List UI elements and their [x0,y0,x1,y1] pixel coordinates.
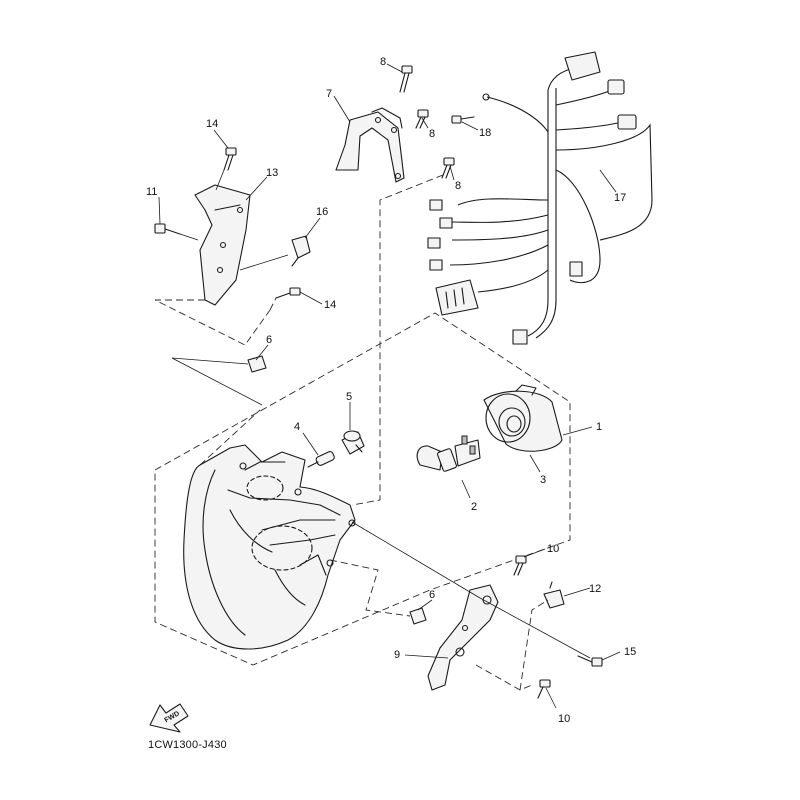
mount-line [351,174,444,506]
position-bulb [307,451,335,468]
bulb-socket [341,430,365,455]
left-stay-bracket [194,184,251,306]
bolt-10b [537,679,551,699]
callout-18: 18 [479,127,491,139]
callout-15: 15 [624,646,636,658]
callout-8-lower: 8 [455,180,461,192]
callout-5: 5 [346,391,352,403]
callout-11: 11 [146,186,157,198]
headlight-assembly-outline [154,312,571,666]
callout-8-middle: 8 [429,128,435,140]
bolt-15 [577,655,603,667]
callout-14-lower: 14 [324,299,336,311]
fwd-arrow-icon: FWD [149,703,189,733]
drawing-code: 1CW1300-J430 [148,739,227,751]
callout-10-upper: 10 [547,543,559,555]
callout-labels: 1 2 3 4 5 6 6 7 8 8 8 9 10 10 11 12 13 1… [146,56,636,725]
bolt-10a [513,555,527,576]
clip-6-lower [409,607,427,625]
callout-4: 4 [294,421,300,433]
callout-leaders [158,63,621,709]
callout-8-top: 8 [380,56,386,68]
bolt-8b [415,109,429,129]
callout-3: 3 [540,474,546,486]
clip-12 [543,581,565,609]
clip-16 [291,235,311,267]
callout-16: 16 [316,206,328,218]
callout-9: 9 [394,649,400,661]
callout-6-lower: 6 [429,589,435,601]
headlight-bulb [416,435,481,472]
callout-6-upper: 6 [266,334,272,346]
bulb-cover [483,384,563,452]
clip-6-upper [247,355,267,373]
lower-stay-bracket [427,584,499,691]
callout-17: 17 [614,192,626,204]
callout-13: 13 [266,167,278,179]
wire-harness [427,51,653,345]
bolt-14a [223,147,237,171]
callout-7: 7 [326,88,332,100]
callout-10-lower: 10 [558,713,570,725]
callout-2: 2 [471,501,477,513]
bolt-8a [399,65,413,93]
bolt-11 [154,223,181,235]
headlight-housing [183,444,356,650]
bolt-14b [275,287,301,299]
upper-stay-bracket [335,107,405,183]
callout-12: 12 [589,583,601,595]
callout-1: 1 [596,421,602,433]
callout-14-upper: 14 [206,118,218,130]
bolt-18 [451,115,475,124]
